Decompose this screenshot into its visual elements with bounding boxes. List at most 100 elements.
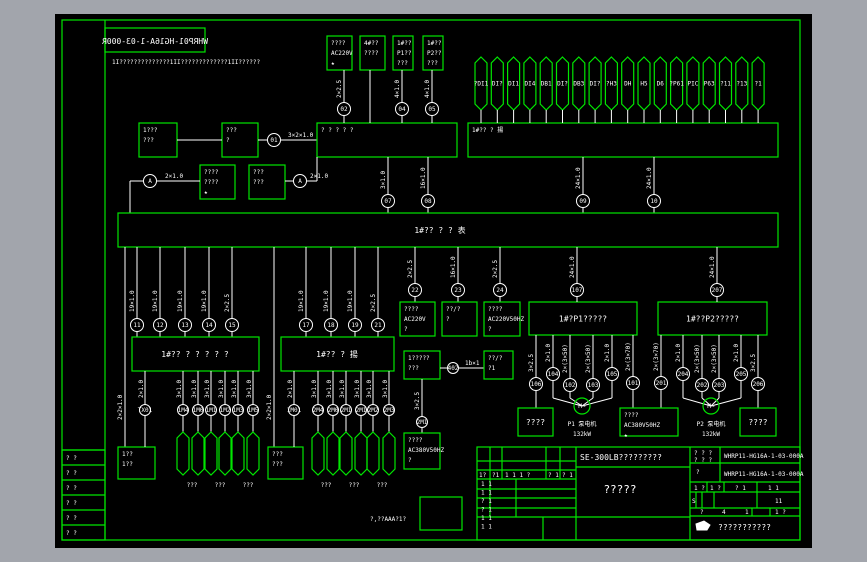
sensor-label: DI? [492, 81, 503, 88]
terminal-label: 1M1 [206, 407, 217, 414]
sensor-icon [176, 431, 190, 476]
terminal-circle [205, 404, 217, 416]
label: 1#?? ? ? ? ? ? [161, 350, 229, 359]
terminal-label: 24 [496, 287, 504, 294]
cable-spec-label: 2×2×1.0 [117, 394, 124, 420]
terminal-label: 201 [656, 380, 667, 387]
terminal-label: 07 [384, 198, 392, 205]
label: ? ? [66, 530, 77, 537]
label: 1#??P2????? [686, 315, 739, 324]
terminal-label: 2M1 [417, 419, 428, 426]
cable-spec-label: 2×(3×50) [711, 344, 718, 373]
drawing-number: WHRP11-HG16A-1-03-000A [724, 471, 804, 478]
terminal-label: 205 [736, 371, 747, 378]
component-box [483, 301, 521, 337]
terminal-circle [395, 102, 409, 116]
terminal-label: 21 [374, 322, 382, 329]
terminal-circle [219, 404, 231, 416]
cable-spec-label: 2×1.0 [675, 344, 682, 362]
company-name: ??????????? [718, 523, 771, 532]
motor-icon [702, 397, 720, 415]
label: ??? [272, 461, 283, 468]
terminal-label: 2M0 [328, 407, 339, 414]
cable-spec-label: 19×1.0 [347, 290, 354, 312]
cable-spec-label: 2×1.0 [287, 380, 294, 398]
terminal-label: 2M2 [368, 407, 379, 414]
cable-spec-label: 2×1.0 [733, 344, 740, 362]
label: ???? [204, 169, 219, 176]
label: 1 1 1 ? [505, 472, 531, 479]
sensor-icon [204, 431, 218, 476]
sensor-label: DI? [590, 81, 601, 88]
sensor-label: DH [624, 81, 632, 88]
wire [682, 397, 712, 407]
label: ???? [204, 179, 219, 186]
component-box [528, 301, 638, 336]
sensor-icon [231, 431, 245, 476]
terminal-label: 15 [228, 322, 236, 329]
label: ???? [408, 437, 423, 444]
terminal-label: 1M4 [178, 407, 189, 414]
project-name: SE-300LB????????? [580, 453, 662, 462]
label: 1 1 [768, 485, 779, 492]
label: 11 [775, 498, 783, 505]
drawing-number-mirrored: WHRP01-HG16A-1-03-000R [102, 37, 208, 46]
component-box [739, 407, 777, 437]
terminal-label: 204 [678, 371, 689, 378]
sensor-label: DI1 [508, 81, 519, 88]
label: ??? [397, 60, 408, 67]
cable-spec-label: 2×2.5 [407, 260, 414, 278]
label: ? [404, 326, 408, 333]
terminal-circle [425, 102, 439, 116]
terminal-label: 19 [351, 322, 359, 329]
cable-spec-label: 24×1.0 [569, 256, 576, 278]
label: 132kW [573, 431, 591, 438]
label: ? ? [66, 470, 77, 477]
terminal-label: 2M1 [341, 407, 352, 414]
cable-spec-label: 19×1.0 [298, 290, 305, 312]
cable-spec-label: 2×2.5 [336, 80, 343, 98]
terminal-circle [383, 404, 395, 416]
cable-spec-label: 24×1.0 [646, 167, 653, 189]
label: P2?? [427, 50, 442, 57]
drawing-number: WHRP11-HG16A-1-03-000A [724, 453, 804, 460]
terminal-label: A [298, 178, 302, 185]
schematic-drawing: WHRP01-HG16A-1-03-000R1I??????????????1I… [61, 19, 804, 541]
label: ? [226, 137, 230, 144]
terminal-circle [337, 102, 351, 116]
terminal-label: 107 [572, 287, 583, 294]
label: ? [700, 509, 704, 516]
cable-spec-label: 3×1.0 [382, 380, 389, 398]
terminal-circle [348, 318, 362, 332]
label: AC220V [404, 316, 426, 323]
sensor-label: ?DI1 [474, 81, 489, 88]
label: ???? [748, 418, 767, 427]
terminal-circle [340, 404, 352, 416]
label: ? 1 [562, 472, 573, 479]
terminal-circle [247, 404, 259, 416]
terminal-circle [130, 318, 144, 332]
label: ??? [253, 169, 264, 176]
label: 1 ? [694, 485, 705, 492]
terminal-label: 22 [411, 287, 419, 294]
cable-spec-label: 3×2.5 [750, 354, 757, 372]
wire [701, 397, 712, 407]
cable-spec-label: 24×1.0 [575, 167, 582, 189]
terminal-label: 2M3 [384, 407, 395, 414]
cable-spec-label: 3×1.0 [380, 171, 387, 189]
terminal-circle [192, 404, 204, 416]
label: ? ? [66, 485, 77, 492]
label: AC220V [331, 50, 353, 57]
terminal-circle [232, 404, 244, 416]
terminal-label: 203 [714, 382, 725, 389]
label: 1 [745, 509, 749, 516]
wire [569, 397, 583, 407]
drawing-number-box [104, 27, 206, 53]
label: AC380V50HZ [624, 422, 661, 429]
label: P2 泵电机 [697, 420, 726, 428]
cable-spec-label: 2×(3×50) [694, 344, 701, 373]
sensor-label: D6 [657, 81, 665, 88]
label: ? 1 [481, 507, 492, 514]
terminal-circle [416, 416, 428, 428]
